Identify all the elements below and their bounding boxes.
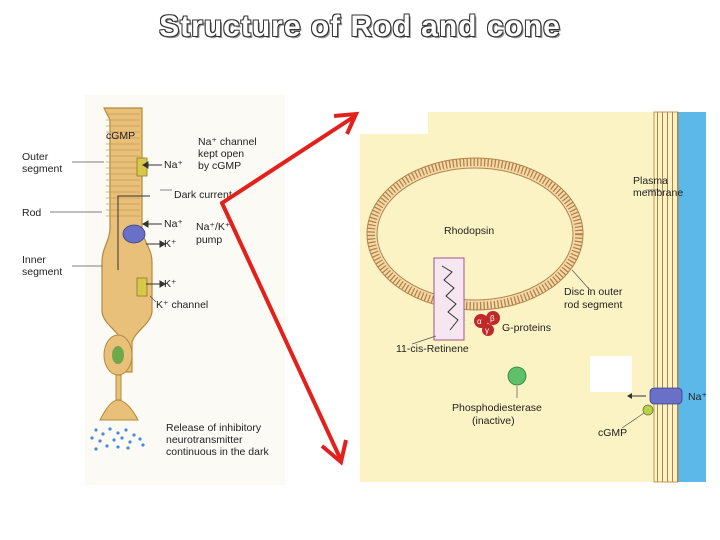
label-na-ion-1: Na⁺ (164, 159, 183, 171)
label-pde-2: (inactive) (472, 415, 515, 427)
slide-title: Structure of Rod and cone (159, 10, 561, 43)
label-retinene: 11-cis-Retinene (396, 343, 469, 355)
membrane-figure: α β γ Plasma membrane Rhodopsin Disc in … (360, 111, 707, 483)
rod-synaptic-terminal (99, 399, 139, 421)
label-disc-2: rod segment (564, 299, 622, 311)
label-release-3: continuous in the dark (166, 446, 269, 458)
dark-current-loop (117, 195, 150, 270)
red-arrow-up (220, 116, 354, 205)
label-k-ion-1: K⁺ (164, 238, 177, 250)
na-channel-membrane (649, 387, 683, 405)
rod-nucleus (112, 346, 124, 364)
label-na-channel-3: by cGMP (198, 160, 241, 172)
phosphodiesterase (507, 366, 527, 386)
plasma-membrane-bilayer (653, 111, 679, 483)
label-outer-segment-2: segment (22, 163, 62, 175)
plasma-membrane-extracellular (678, 112, 706, 482)
k-channel (136, 277, 148, 297)
label-cgmp-rod: cGMP (106, 130, 135, 142)
na-k-pump (122, 224, 146, 244)
red-pointer-arrows (220, 111, 360, 466)
label-na-ion-2: Na⁺ (164, 218, 183, 230)
label-release-2: neurotransmitter (166, 434, 243, 446)
label-plasma-1: Plasma (633, 175, 668, 187)
label-dark-current: Dark current (174, 189, 232, 201)
label-k-channel: K⁺ channel (156, 299, 208, 311)
label-release-1: Release of inhibitory (166, 422, 262, 434)
label-gamma: γ (485, 326, 489, 335)
label-na-channel-2: kept open (198, 148, 244, 160)
red-arrow-down (220, 201, 342, 460)
label-rhodopsin: Rhodopsin (444, 225, 494, 237)
rod-axon (115, 374, 122, 401)
cgmp-gate (642, 404, 654, 416)
retinene-structure (441, 265, 459, 331)
label-alpha: α (477, 317, 482, 326)
label-disc-1: Disc in outer (564, 286, 623, 298)
label-beta: β (490, 314, 495, 323)
label-na-channel-1: Na⁺ channel (198, 136, 257, 148)
label-pump-2: pump (196, 234, 222, 246)
label-na-ion-membrane: Na⁺ (688, 391, 707, 403)
label-rod: Rod (22, 207, 41, 219)
rod-disc-stack (106, 113, 140, 217)
label-outer-segment-1: Outer (22, 151, 49, 163)
rod-figure: Outer segment Rod Inner segment cGMP Na⁺… (22, 95, 285, 485)
label-g-proteins: G-proteins (502, 322, 551, 334)
label-inner-segment-1: Inner (22, 254, 46, 266)
label-cgmp-membrane: cGMP (598, 427, 627, 439)
label-inner-segment-2: segment (22, 266, 62, 278)
label-pde-1: Phosphodiesterase (452, 402, 542, 414)
disc-membrane-bilayer (367, 158, 583, 310)
g-proteins: α β γ (474, 311, 500, 336)
disc-lumen (376, 167, 574, 301)
label-k-ion-2: K⁺ (164, 278, 177, 290)
label-plasma-2: membrane (633, 187, 683, 199)
neurotransmitter-dots (90, 427, 145, 451)
label-pump-1: Na⁺/K⁺ (196, 221, 231, 233)
